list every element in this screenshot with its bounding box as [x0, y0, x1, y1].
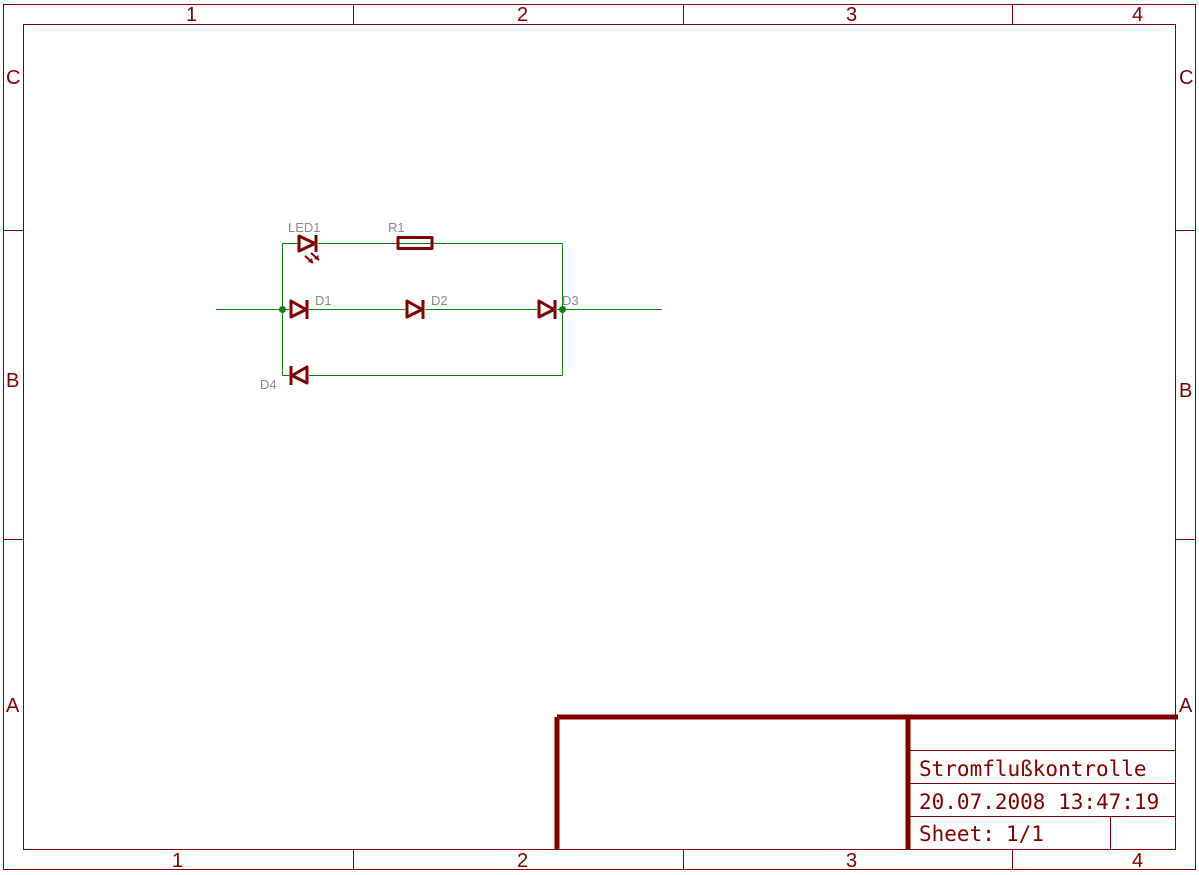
- column-label-bottom-4: 4: [1132, 850, 1143, 872]
- outer-frame: [3, 4, 1196, 870]
- column-label-top-3: 3: [846, 4, 857, 26]
- column-label-top-1: 1: [186, 4, 197, 26]
- d4-label: D4: [260, 377, 277, 392]
- title-block-sheet-label: Sheet:: [919, 822, 995, 846]
- column-label-top-2: 2: [517, 4, 528, 26]
- row-label-left-a: A: [6, 695, 20, 717]
- d3-label: D3: [562, 293, 579, 308]
- r1-symbol: [396, 236, 434, 250]
- r1-label: R1: [388, 220, 405, 235]
- d3-symbol: [537, 299, 557, 319]
- d4-symbol: [289, 365, 309, 385]
- row-label-right-a: A: [1179, 695, 1193, 717]
- inner-frame: [23, 24, 1176, 850]
- junction-left: [279, 306, 286, 313]
- column-dividers: [353, 4, 1013, 870]
- d2-label: D2: [431, 293, 448, 308]
- row-label-right-b: B: [1179, 380, 1192, 402]
- row-label-right-c: C: [1179, 67, 1193, 89]
- d2-symbol: [405, 299, 425, 319]
- column-label-top-4: 4: [1132, 4, 1143, 26]
- junction-right: [559, 306, 566, 313]
- d1-label: D1: [315, 293, 332, 308]
- led1-symbol: [297, 234, 320, 264]
- row-dividers: [3, 230, 1196, 540]
- title-block: [554, 714, 1178, 850]
- row-label-left-b: B: [6, 370, 19, 392]
- row-label-left-c: C: [6, 67, 20, 89]
- column-label-bottom-3: 3: [846, 850, 857, 872]
- title-block-sheet-value: 1/1: [1006, 822, 1044, 846]
- d1-symbol: [289, 299, 309, 319]
- column-label-bottom-1: 1: [172, 850, 183, 872]
- column-label-bottom-2: 2: [517, 850, 528, 872]
- title-block-title: Stromflußkontrolle: [919, 757, 1147, 781]
- led1-label: LED1: [288, 220, 321, 235]
- title-block-datetime: 20.07.2008 13:47:19: [919, 790, 1159, 814]
